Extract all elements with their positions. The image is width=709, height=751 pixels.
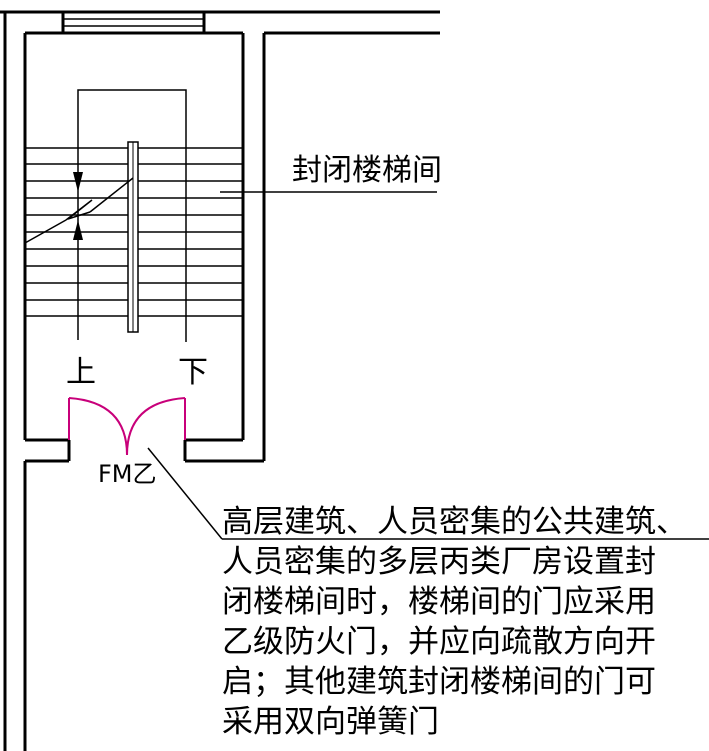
note-line-5: 启；其他建筑封闭楼梯间的门可: [222, 664, 656, 700]
note-line-3: 闭楼梯间时，楼梯间的门应采用: [222, 584, 656, 620]
down-label: 下: [178, 355, 208, 390]
up-label: 上: [66, 355, 96, 390]
stairwell-title-label: 封闭楼梯间: [292, 153, 442, 188]
break-line: [24, 177, 134, 244]
up-arrow: [73, 220, 83, 240]
note-line-4: 乙级防火门，并应向疏散方向开: [222, 624, 656, 660]
walls: [0, 10, 440, 751]
note-paragraph: 高层建筑、人员密集的公共建筑、 人员密集的多层丙类厂房设置封 闭楼梯间时，楼梯间…: [222, 504, 687, 740]
note-line-2: 人员密集的多层丙类厂房设置封: [222, 544, 656, 580]
walking-line: [77, 89, 187, 342]
down-arrow: [73, 172, 83, 192]
leader-lines: [147, 191, 709, 540]
handrail: [127, 141, 139, 333]
double-swing-door: [68, 397, 186, 456]
door-code-label: FM乙: [98, 460, 157, 488]
note-line-1: 高层建筑、人员密集的公共建筑、: [222, 504, 687, 540]
window: [61, 10, 206, 35]
note-line-6: 采用双向弹簧门: [222, 704, 439, 740]
